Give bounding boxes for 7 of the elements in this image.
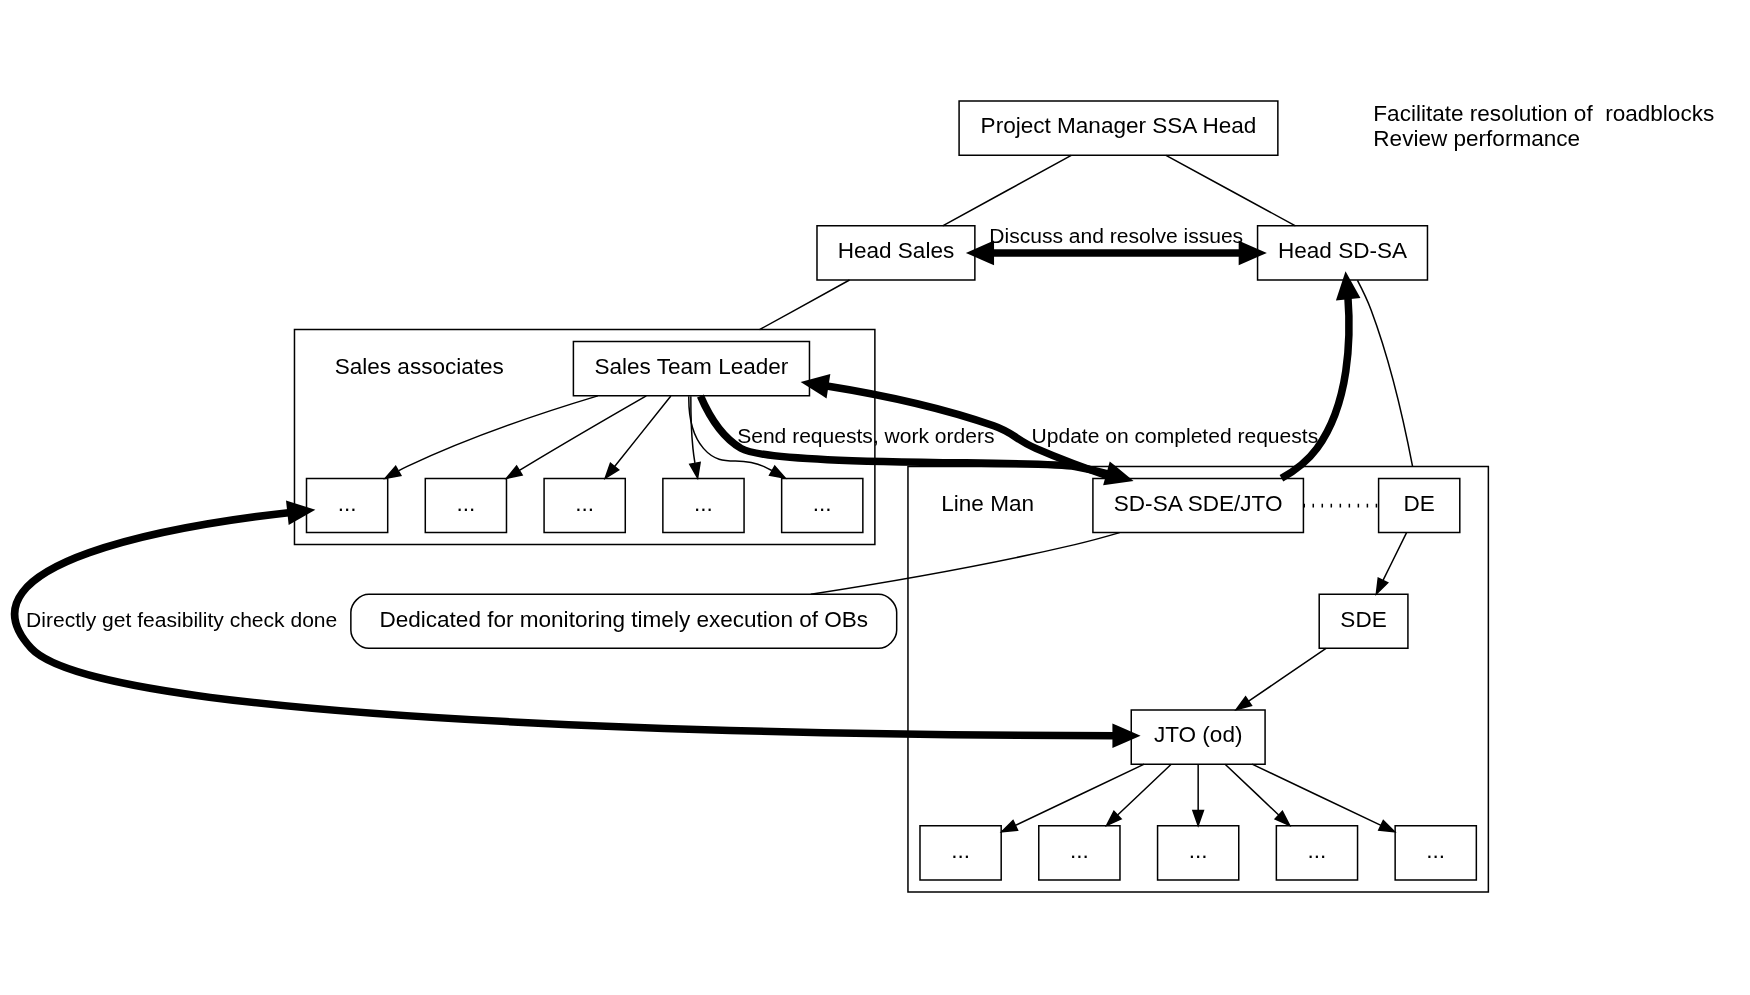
edge-label: Directly get feasibility check done <box>26 607 338 631</box>
node-label: Review performance <box>1373 125 1581 151</box>
label: Line Man <box>941 490 1035 516</box>
node-label: Facilitate resolution of roadblocks <box>1373 100 1715 126</box>
edge-label: Update on completed requests <box>1031 423 1319 447</box>
label: Sales associates <box>334 353 504 379</box>
edge-label: Discuss and resolve issues <box>989 223 1244 247</box>
